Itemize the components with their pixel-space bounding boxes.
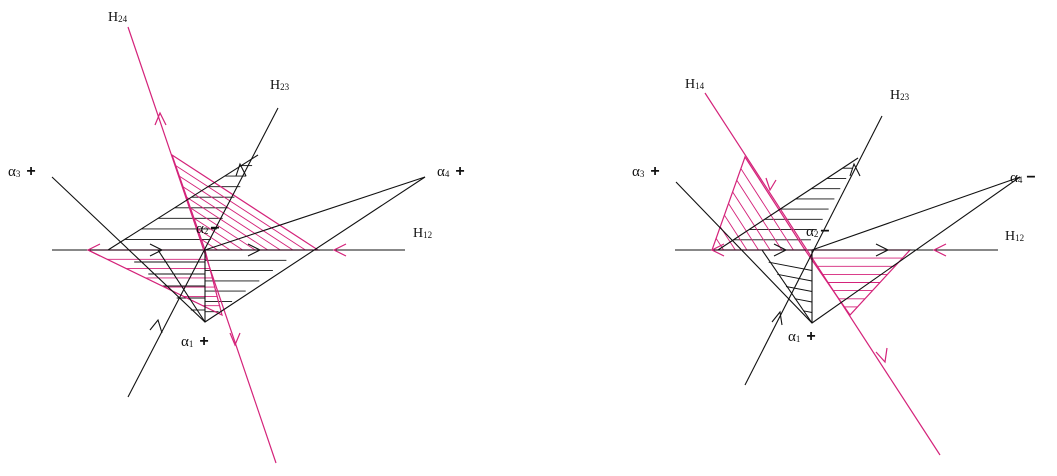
right-magenta-hatch-line xyxy=(728,203,759,251)
left-h24-label: H24 xyxy=(108,10,128,25)
left-inner-arrow-2 xyxy=(247,243,262,257)
right-magenta-hatch-line xyxy=(740,168,794,251)
right-h14-label: H14 xyxy=(685,77,705,92)
left-magenta-hatch-line xyxy=(182,186,281,251)
right-right-edge xyxy=(811,176,1021,251)
right-h23-label: H23 xyxy=(890,88,910,103)
right-black-hatching xyxy=(733,167,853,313)
right-h23-arrow-1 xyxy=(849,162,861,177)
left-alpha3-label: α3+ xyxy=(8,163,36,180)
left-h24-down-arrow xyxy=(229,332,241,347)
right-upper-edge xyxy=(717,157,859,251)
left-h23-arrow-1 xyxy=(235,162,247,177)
right-alpha4-label: α4− xyxy=(1010,169,1036,186)
right-h12-left-arrow xyxy=(710,243,725,257)
right-alpha2-label: α2− xyxy=(806,223,830,240)
left-magenta-upper-triangle xyxy=(170,153,321,251)
left-diagram: H24 H23 H12 α3+ α4+ α2− α1+ xyxy=(8,10,465,464)
right-h14-mid-arrow xyxy=(765,177,777,192)
left-magenta-hatch-line xyxy=(186,196,269,251)
left-right-edge xyxy=(204,176,426,251)
left-magenta-hatch-line xyxy=(175,165,306,251)
right-inner-arrow-1 xyxy=(773,243,788,257)
left-magenta-lower-triangle xyxy=(87,249,223,317)
right-magenta-hatch-line xyxy=(732,191,771,251)
left-magenta-hatch-line xyxy=(197,228,231,251)
right-diagram: H14 H23 H12 α3+ α4− α2− α1+ xyxy=(632,77,1036,456)
left-magenta-hatch-line xyxy=(193,217,243,251)
left-h24-line xyxy=(127,26,277,464)
right-black-hatch-line xyxy=(794,298,813,303)
right-black-hatch-line xyxy=(785,286,813,292)
left-inner-arrow-1 xyxy=(149,243,164,257)
left-magenta-hatch-line xyxy=(190,207,256,251)
right-inner-arrow-2 xyxy=(875,243,890,257)
left-alpha4-label: α4+ xyxy=(437,163,465,180)
left-magenta-hatching xyxy=(107,165,306,307)
left-h23-arrow-2 xyxy=(149,318,163,334)
right-magenta-hatch-line xyxy=(715,238,724,251)
right-black-hatch-line xyxy=(803,310,813,313)
left-alpha1-label: α1+ xyxy=(181,333,209,350)
right-alpha1-label: α1+ xyxy=(788,328,816,345)
right-h14-down-arrow xyxy=(875,347,888,364)
right-alpha3-label: α3+ xyxy=(632,163,660,180)
left-magenta-hatch-line xyxy=(201,239,218,251)
left-h12-label: H12 xyxy=(413,226,432,241)
right-black-hatch-line xyxy=(768,261,813,271)
right-magenta-hatch-line xyxy=(724,214,748,251)
left-h24-up-arrow xyxy=(154,111,167,126)
left-magenta-hatch-line xyxy=(179,175,294,251)
right-lower-edge xyxy=(761,249,813,324)
left-h12-right-arrow xyxy=(332,243,347,257)
right-magenta-hatch-line xyxy=(736,180,783,251)
right-h12-label: H12 xyxy=(1005,229,1024,244)
right-h12-right-arrow xyxy=(932,243,947,257)
left-lower-edge xyxy=(157,249,206,323)
right-black-hatch-line xyxy=(777,273,813,282)
right-magenta-hatching xyxy=(715,168,903,308)
left-upper-edge xyxy=(107,154,259,251)
left-alpha2-label: α2− xyxy=(196,220,220,237)
left-h23-label: H23 xyxy=(270,78,290,93)
left-h12-left-arrow xyxy=(86,243,101,257)
right-h14-line xyxy=(704,92,941,456)
right-h23-arrow-2 xyxy=(771,310,783,326)
left-h23-line xyxy=(127,107,279,398)
right-h23-line xyxy=(744,115,883,386)
